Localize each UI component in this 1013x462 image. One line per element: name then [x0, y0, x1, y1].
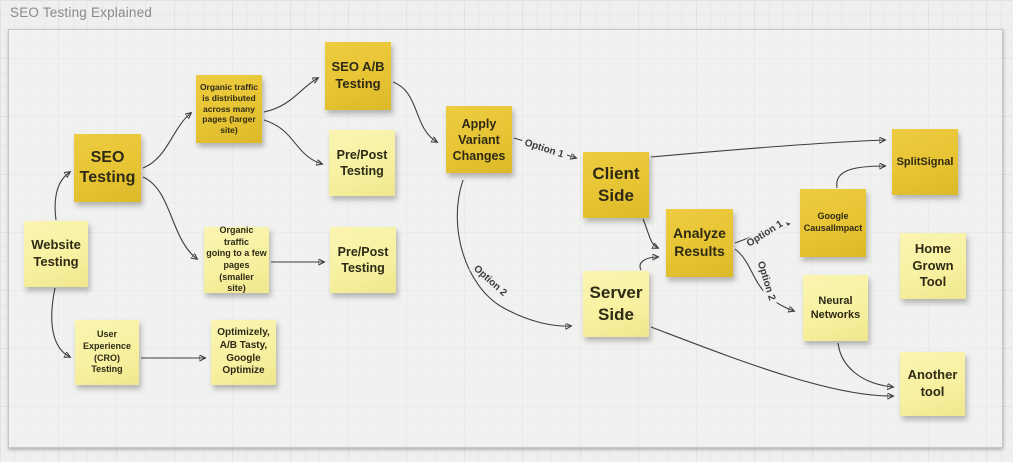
sticky-note-website-testing[interactable]: Website Testing — [24, 221, 88, 287]
sticky-note-analyze-results[interactable]: Analyze Results — [666, 209, 733, 277]
note-text: SEO A/B Testing — [331, 59, 385, 91]
note-text: Home Grown Tool — [912, 241, 954, 290]
sticky-note-neural-networks[interactable]: Neural Networks — [803, 275, 868, 341]
note-text: Website Testing — [31, 237, 81, 269]
sticky-note-organic-larger-site[interactable]: Organic traffic is distributed across ma… — [196, 75, 262, 143]
note-text: Optimizely, A/B Tasty, Google Optimize — [217, 326, 270, 377]
sticky-note-seo-ab-testing[interactable]: SEO A/B Testing — [325, 42, 391, 110]
sticky-note-splitsignal[interactable]: SplitSignal — [892, 129, 958, 195]
sticky-note-prepost-testing-bottom[interactable]: Pre/Post Testing — [330, 227, 396, 293]
note-text: Server Side — [589, 283, 643, 324]
sticky-note-apply-variant-changes[interactable]: Apply Variant Changes — [446, 106, 512, 173]
note-text: Pre/Post Testing — [336, 148, 388, 178]
sticky-note-server-side[interactable]: Server Side — [583, 271, 649, 337]
note-text: Organic traffic going to a few pages (sm… — [206, 225, 267, 294]
frame-title[interactable]: SEO Testing Explained — [10, 5, 153, 20]
note-text: SplitSignal — [896, 155, 954, 168]
sticky-note-organic-smaller-site[interactable]: Organic traffic going to a few pages (sm… — [204, 225, 269, 293]
note-text: Client Side — [592, 164, 640, 205]
sticky-note-optimizely-tools[interactable]: Optimizely, A/B Tasty, Google Optimize — [211, 320, 276, 385]
note-text: Organic traffic is distributed across ma… — [199, 81, 259, 136]
note-text: User Experience (CRO) Testing — [82, 329, 132, 375]
sticky-note-prepost-testing-top[interactable]: Pre/Post Testing — [329, 130, 395, 196]
note-text: Neural Networks — [810, 294, 861, 321]
note-text: Apply Variant Changes — [452, 116, 506, 163]
note-text: Analyze Results — [673, 225, 726, 259]
sticky-note-another-tool[interactable]: Another tool — [900, 352, 965, 416]
sticky-note-home-grown-tool[interactable]: Home Grown Tool — [900, 233, 966, 299]
note-text: Pre/Post Testing — [337, 245, 389, 275]
sticky-note-seo-testing[interactable]: SEO Testing — [74, 134, 141, 202]
sticky-note-google-causalimpact[interactable]: Google CausalImpact — [800, 189, 866, 257]
sticky-note-user-experience-cro[interactable]: User Experience (CRO) Testing — [75, 320, 139, 385]
note-text: SEO Testing — [79, 148, 136, 186]
sticky-note-client-side[interactable]: Client Side — [583, 152, 649, 218]
note-text: Google CausalImpact — [803, 211, 863, 233]
note-text: Another tool — [907, 367, 958, 399]
